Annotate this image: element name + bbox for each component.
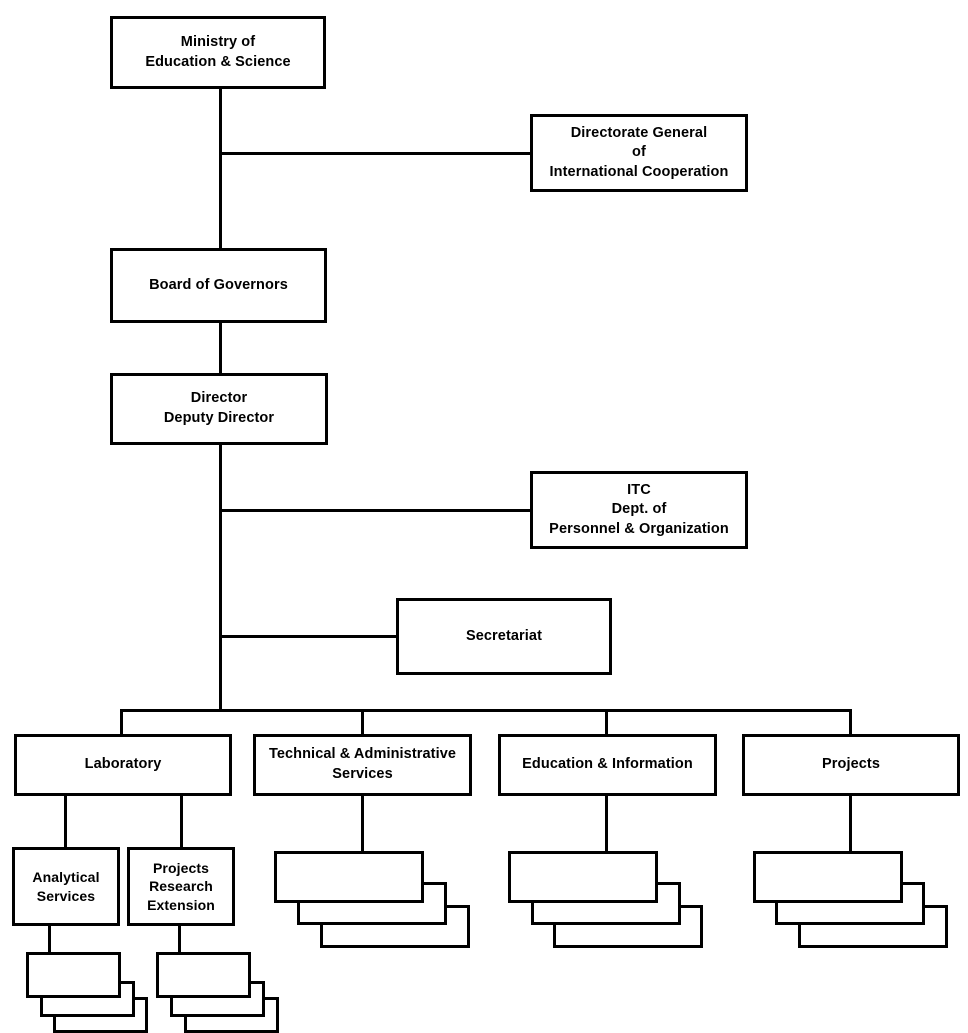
blank-stack-projects-box-1: [753, 851, 903, 903]
node-label: Analytical Services: [32, 869, 100, 904]
connector-bus-to-projects: [849, 709, 852, 735]
connector-department-bus: [120, 709, 852, 712]
node-label: Projects: [821, 756, 881, 773]
node-label: Laboratory: [84, 756, 162, 773]
connector-director-to-itc: [219, 509, 532, 512]
node-label: ITC Dept. of Personnel & Organization: [549, 481, 729, 537]
node-label: Secretariat: [465, 627, 543, 644]
blank-stack-analytical-box-1: [26, 952, 121, 998]
node-label: Board of Governors: [149, 276, 288, 293]
connector-director-trunk: [219, 444, 222, 712]
node-label: Education & Information: [522, 756, 693, 773]
connector-projects-to-stack: [849, 795, 852, 851]
connector-analytical-to-stack: [48, 925, 51, 953]
node-itc-dept-of-personnel-and-organization[interactable]: ITC Dept. of Personnel & Organization: [530, 471, 748, 549]
node-secretariat[interactable]: Secretariat: [396, 598, 612, 675]
blank-stack-technical-box-1: [274, 851, 424, 903]
node-laboratory[interactable]: Laboratory: [14, 734, 232, 796]
node-ministry-of-education-and-science[interactable]: Ministry of Education & Science: [110, 16, 326, 89]
connector-ministry-to-board: [219, 88, 222, 248]
node-label: Director Deputy Director: [163, 390, 275, 426]
node-director-deputy-director[interactable]: Director Deputy Director: [110, 373, 328, 445]
node-directorate-general-of-international-cooperation[interactable]: Directorate General of International Coo…: [530, 114, 748, 192]
connector-director-to-secretariat: [219, 635, 399, 638]
connector-technical-to-stack: [361, 795, 364, 851]
node-technical-and-administrative-services[interactable]: Technical & Administrative Services: [253, 734, 472, 796]
connector-bus-to-laboratory: [120, 709, 123, 735]
node-projects-research-extension[interactable]: Projects Research Extension: [127, 847, 235, 926]
node-board-of-governors[interactable]: Board of Governors: [110, 248, 327, 323]
node-label: Directorate General of International Coo…: [549, 124, 729, 180]
node-education-and-information[interactable]: Education & Information: [498, 734, 717, 796]
node-projects[interactable]: Projects: [742, 734, 960, 796]
blank-stack-projres-box-1: [156, 952, 251, 998]
connector-board-to-director: [219, 322, 222, 375]
node-label: Technical & Administrative Services: [268, 746, 457, 782]
connector-projres-to-stack: [178, 925, 181, 953]
node-label: Ministry of Education & Science: [145, 33, 291, 70]
blank-stack-education-box-1: [508, 851, 658, 903]
connector-laboratory-to-projres: [180, 795, 183, 848]
connector-bus-to-technical: [361, 709, 364, 735]
connector-laboratory-to-analytical: [64, 795, 67, 848]
connector-education-to-stack: [605, 795, 608, 851]
node-label: Projects Research Extension: [147, 860, 215, 913]
connector-bus-to-education: [605, 709, 608, 735]
node-analytical-services[interactable]: Analytical Services: [12, 847, 120, 926]
connector-ministry-to-directorate: [219, 152, 532, 155]
